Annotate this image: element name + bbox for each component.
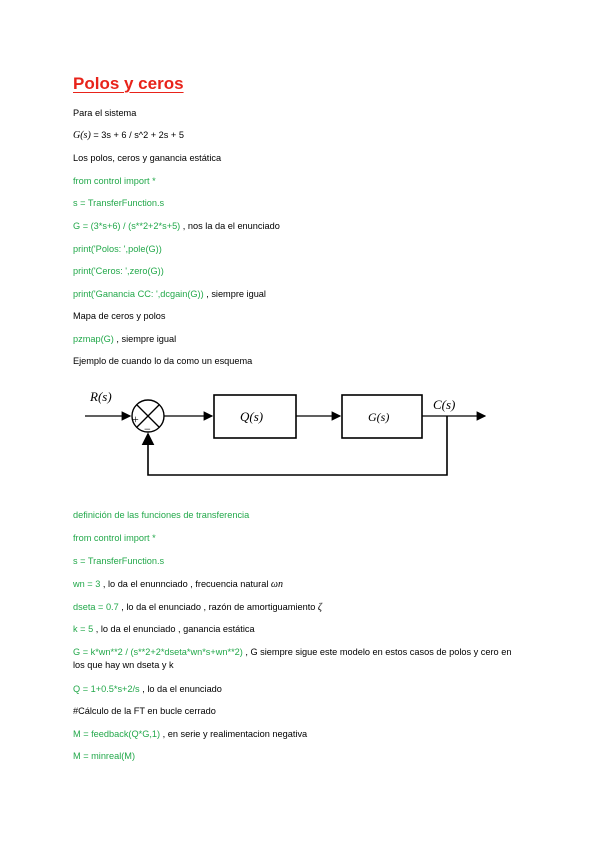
note-text: , siempre igual [113, 334, 177, 344]
code-text: print('Ganancia CC: ',dcgain(G)) [73, 289, 204, 299]
equation-text: = 3s + 6 / s^2 + 2s + 5 [90, 130, 184, 140]
code-line: G = k*wn**2 / (s**2+2*dseta*wn*s+wn**2) … [73, 646, 513, 672]
code-line: s = TransferFunction.s [73, 198, 165, 208]
note-text: , lo da el enunciado [139, 684, 222, 694]
note-text: , nos la da el enunciado [180, 221, 280, 231]
code-line: from control import * [73, 176, 156, 186]
code-line: dseta = 0.7 , lo da el enunciado , razón… [73, 601, 322, 614]
code-line: M = feedback(Q*G,1) , en serie y realime… [73, 728, 307, 740]
plus-sign: + [132, 412, 139, 426]
note-text: , lo da el enunciado , razón de amortigu… [118, 602, 318, 612]
code-line: G = (3*s+6) / (s**2+2*s+5) , nos la da e… [73, 220, 280, 232]
code-line: M = minreal(M) [73, 751, 136, 761]
note-text: , en serie y realimentacion negativa [160, 729, 308, 739]
gs-symbol: G(s) [73, 130, 91, 141]
block-g-label: G(s) [368, 410, 389, 424]
code-line: pzmap(G) , siempre igual [73, 333, 176, 345]
output-label: C(s) [433, 397, 455, 412]
code-text: G = k*wn**2 / (s**2+2*dseta*wn*s+wn**2) [73, 647, 243, 657]
code-text: M = feedback(Q*G,1) [73, 729, 161, 739]
note-text: , siempre igual [203, 289, 266, 299]
code-line: print('Ganancia CC: ',dcgain(G)) , siemp… [73, 288, 266, 300]
feedback-path [141, 416, 448, 476]
page-title: Polos y ceros [73, 74, 184, 93]
code-line: definición de las funciones de transfere… [73, 510, 250, 520]
code-line: Q = 1+0.5*s+2/s , lo da el enunciado [73, 683, 222, 695]
note-text: , G siempre sigue este modelo en estos c… [73, 647, 512, 670]
note-text: , lo da el enunnciado , frecuencia natur… [100, 579, 271, 589]
block-diagram: R(s) + − Q(s) G(s) C(s) [85, 389, 487, 476]
text-line: Ejemplo de cuando lo da como un esquema [73, 356, 253, 366]
code-line: k = 5 , lo da el enunciado , ganancia es… [73, 623, 255, 635]
code-text: pzmap(G) [73, 334, 114, 344]
code-line: from control import * [73, 533, 156, 543]
code-line: print('Ceros: ',zero(G)) [73, 266, 164, 276]
code-line: print('Polos: ',pole(G)) [73, 244, 162, 254]
text-line: Para el sistema [73, 108, 137, 118]
block-q [213, 394, 297, 439]
code-line: wn = 3 , lo da el enunnciado , frecuenci… [73, 578, 283, 591]
code-text: Q = 1+0.5*s+2/s [73, 684, 140, 694]
note-text: , lo da el enunciado , ganancia estática [93, 624, 255, 634]
omega-symbol: ωn [270, 579, 283, 590]
code-line: s = TransferFunction.s [73, 556, 165, 566]
block-g [341, 394, 423, 439]
equation-line: G(s) = 3s + 6 / s^2 + 2s + 5 [73, 129, 184, 142]
code-text: k = 5 [73, 624, 94, 634]
code-text: G = (3*s+6) / (s**2+2*s+5) [73, 221, 181, 231]
block-q-label: Q(s) [240, 409, 263, 424]
comment-line: #Cálculo de la FT en bucle cerrado [73, 706, 216, 716]
text-line: Los polos, ceros y ganancia estática [73, 153, 222, 163]
zeta-symbol: ζ [317, 602, 322, 613]
input-label: R(s) [89, 389, 112, 404]
code-text: dseta = 0.7 [73, 602, 119, 612]
text-line: Mapa de ceros y polos [73, 311, 166, 321]
code-text: wn = 3 [73, 579, 101, 589]
minus-sign: − [144, 422, 151, 436]
